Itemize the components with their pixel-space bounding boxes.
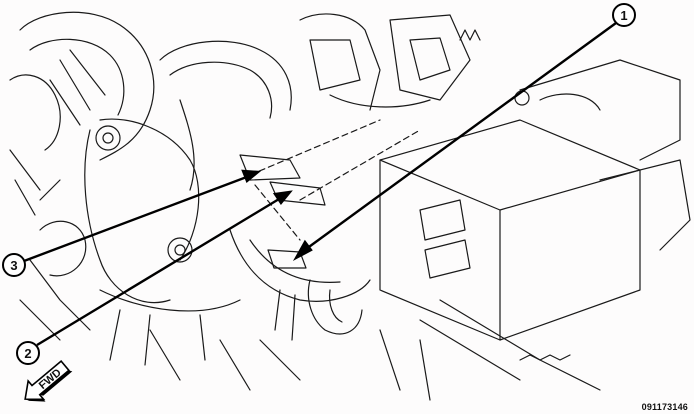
callout-1-leader [301, 22, 617, 253]
callout-3-number: 3 [10, 258, 17, 273]
callout-3: 3 [2, 253, 26, 277]
callout-3-arrowhead [241, 169, 262, 183]
callout-1: 1 [612, 3, 636, 27]
callout-1-arrowhead [292, 239, 313, 261]
callout-2-number: 2 [24, 346, 31, 361]
figure-id: 091173146 [641, 402, 688, 412]
callout-2-leader [36, 194, 285, 347]
callout-2-arrowhead [272, 190, 293, 206]
callout-2: 2 [16, 341, 40, 365]
callout-3-leader [23, 173, 253, 263]
callout-1-number: 1 [620, 8, 627, 23]
